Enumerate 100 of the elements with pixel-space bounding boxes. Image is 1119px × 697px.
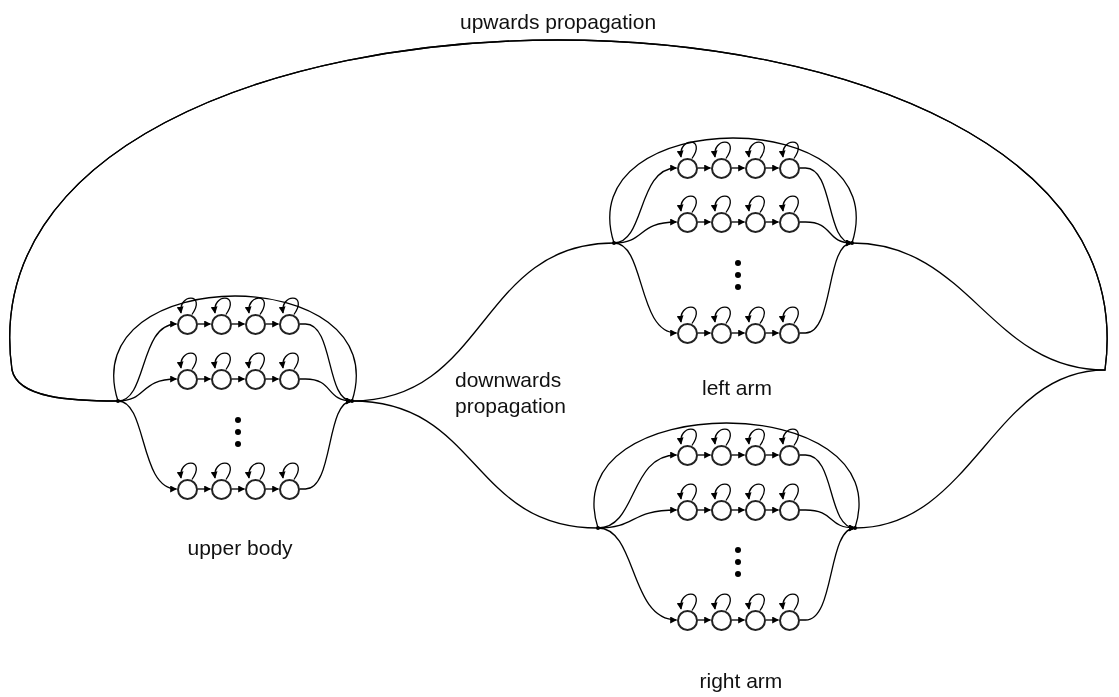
state-circle bbox=[778, 211, 800, 233]
junction-point bbox=[596, 526, 600, 530]
transition-arrow bbox=[764, 506, 780, 514]
state-circle bbox=[744, 322, 766, 344]
self-loop-arrow bbox=[779, 141, 799, 160]
state-circle bbox=[744, 211, 766, 233]
state-circle bbox=[710, 609, 732, 631]
self-loop-arrow bbox=[677, 306, 697, 325]
self-loop-arrow bbox=[677, 593, 697, 612]
self-loop-arrow bbox=[245, 352, 265, 371]
junction-point bbox=[116, 399, 120, 403]
state-circle bbox=[210, 368, 232, 390]
self-loop-arrow bbox=[177, 352, 197, 371]
state-circle bbox=[676, 499, 698, 521]
self-loop-arrow bbox=[745, 593, 765, 612]
transition-arrow bbox=[696, 164, 712, 172]
state-circle bbox=[244, 478, 266, 500]
state-circle bbox=[676, 211, 698, 233]
state-circle bbox=[676, 609, 698, 631]
self-loop-arrow bbox=[711, 306, 731, 325]
transition-arrow bbox=[696, 451, 712, 459]
self-loop-arrow bbox=[779, 195, 799, 214]
transition-arrow bbox=[764, 218, 780, 226]
transition-arrow bbox=[730, 329, 746, 337]
transition-arrow bbox=[597, 506, 678, 529]
self-loop-arrow bbox=[745, 428, 765, 447]
transition-arrow bbox=[730, 616, 746, 624]
state-circle bbox=[676, 157, 698, 179]
junction-point bbox=[850, 241, 854, 245]
transition-arrow bbox=[764, 164, 780, 172]
transition-arrow bbox=[117, 400, 178, 492]
self-loop-arrow bbox=[745, 141, 765, 160]
group-label: upper body bbox=[187, 535, 293, 561]
self-loop-arrow bbox=[245, 297, 265, 316]
annotation-text: downwards propagation bbox=[455, 367, 567, 419]
junction-point bbox=[350, 399, 354, 403]
transition-arrow bbox=[730, 451, 746, 459]
state-circle bbox=[210, 478, 232, 500]
state-circle bbox=[676, 444, 698, 466]
self-loop-arrow bbox=[177, 297, 197, 316]
transition-arrow bbox=[613, 242, 678, 336]
junction-point bbox=[853, 526, 857, 530]
self-loop-arrow bbox=[711, 593, 731, 612]
state-circle bbox=[176, 368, 198, 390]
state-circle bbox=[176, 313, 198, 335]
transition-arrow bbox=[196, 320, 212, 328]
transition-arrow bbox=[196, 375, 212, 383]
self-loop-arrow bbox=[779, 428, 799, 447]
transition-arrow bbox=[730, 218, 746, 226]
state-circle bbox=[744, 157, 766, 179]
propagation-curve bbox=[11, 39, 1106, 529]
self-loop-arrow bbox=[279, 297, 299, 316]
transition-arrow bbox=[764, 616, 780, 624]
junction-point bbox=[612, 241, 616, 245]
group-label: right arm bbox=[699, 668, 783, 694]
self-loop-arrow bbox=[745, 306, 765, 325]
state-circle bbox=[244, 368, 266, 390]
state-circle bbox=[176, 478, 198, 500]
self-loop-arrow bbox=[279, 352, 299, 371]
state-circle bbox=[710, 211, 732, 233]
state-circle bbox=[710, 157, 732, 179]
transition-arrow bbox=[696, 616, 712, 624]
state-circle bbox=[778, 499, 800, 521]
propagation-curve bbox=[351, 400, 599, 529]
state-circle bbox=[778, 322, 800, 344]
transition-arrow bbox=[264, 375, 280, 383]
state-circle bbox=[744, 609, 766, 631]
transition-arrow bbox=[230, 375, 246, 383]
self-loop-arrow bbox=[711, 195, 731, 214]
self-loop-arrow bbox=[211, 462, 231, 481]
self-loop-arrow bbox=[779, 593, 799, 612]
transition-arrow bbox=[117, 375, 178, 402]
transition-arrow bbox=[696, 506, 712, 514]
self-loop-arrow bbox=[245, 462, 265, 481]
transition-arrow bbox=[264, 320, 280, 328]
self-loop-arrow bbox=[711, 141, 731, 160]
transition-arrow bbox=[730, 164, 746, 172]
self-loop-arrow bbox=[779, 483, 799, 502]
self-loop-arrow bbox=[711, 428, 731, 447]
self-loop-arrow bbox=[211, 297, 231, 316]
transition-arrow bbox=[264, 485, 280, 493]
state-circle bbox=[278, 313, 300, 335]
state-circle bbox=[210, 313, 232, 335]
self-loop-arrow bbox=[677, 428, 697, 447]
group-label: left arm bbox=[702, 375, 772, 401]
loop-arc bbox=[609, 137, 857, 244]
self-loop-arrow bbox=[279, 462, 299, 481]
transition-arrow bbox=[696, 329, 712, 337]
self-loop-arrow bbox=[745, 483, 765, 502]
annotation-text: upwards propagation bbox=[460, 9, 657, 35]
state-circle bbox=[278, 368, 300, 390]
transition-arrow bbox=[298, 399, 353, 490]
transition-arrow bbox=[696, 218, 712, 226]
transition-arrow bbox=[764, 329, 780, 337]
state-circle bbox=[744, 444, 766, 466]
transition-arrow bbox=[597, 527, 678, 623]
transition-arrow bbox=[230, 320, 246, 328]
transition-arrow bbox=[730, 506, 746, 514]
loop-arc bbox=[113, 295, 357, 402]
loop-arc bbox=[593, 422, 860, 529]
